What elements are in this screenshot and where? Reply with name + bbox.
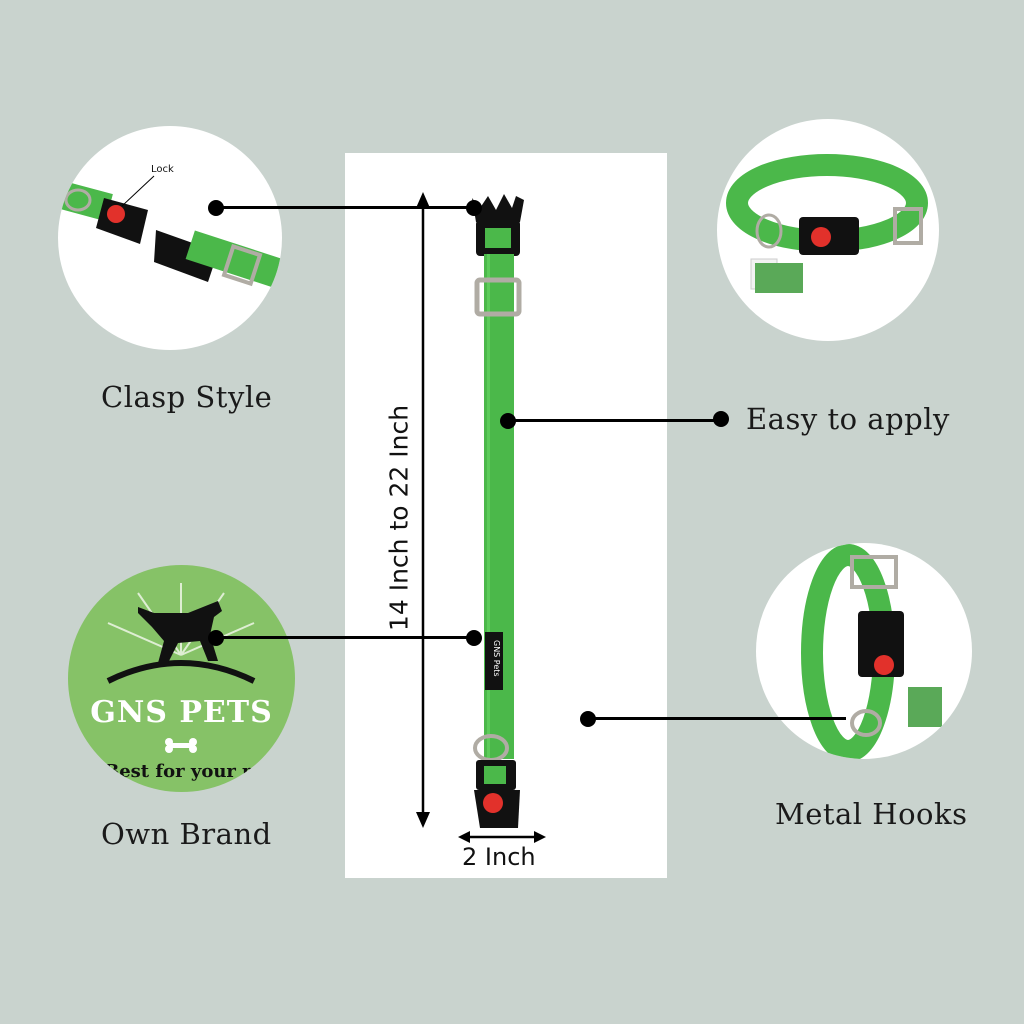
brand-tagline: Best for your pet [104, 761, 275, 782]
top-buckle [472, 194, 524, 256]
svg-text:GNS Pets: GNS Pets [492, 640, 501, 677]
looped-collar-illustration [726, 154, 928, 293]
metal-hooks-connector-line [588, 717, 846, 720]
width-dimension-label: 2 Inch [462, 843, 536, 871]
clasp-connector-dot-left [208, 200, 224, 216]
easy-apply-connector-dot-left [500, 413, 516, 429]
easy-apply-connector-dot-right [713, 411, 729, 427]
dog-silhouette-icon [106, 583, 256, 753]
brand-connector-dot-left [208, 630, 224, 646]
metal-hooks-connector-dot-left [580, 711, 596, 727]
own-brand-logo: GNS PETS Best for your pet [68, 565, 295, 792]
brand-connector-dot-right [466, 630, 482, 646]
clasp-connector-line [216, 206, 474, 209]
metal-hooks-caption: Metal Hooks [775, 797, 968, 831]
lock-label: Lock [151, 164, 174, 175]
brand-name: GNS PETS [90, 695, 273, 730]
own-brand-caption: Own Brand [101, 817, 272, 851]
clasp-style-caption: Clasp Style [101, 380, 273, 414]
brand-connector-line [216, 636, 474, 639]
length-dimension-label: 14 Inch to 22 Inch [384, 404, 414, 632]
easy-apply-connector-line [508, 419, 721, 422]
clasp-style-image: Lock [58, 126, 282, 350]
clasp-connector-dot-right [466, 200, 482, 216]
side-collar-illustration [801, 544, 942, 759]
clasp-illustration [61, 175, 282, 289]
metal-hooks-image [756, 543, 972, 759]
easy-apply-image [717, 119, 939, 341]
easy-apply-caption: Easy to apply [746, 402, 950, 436]
